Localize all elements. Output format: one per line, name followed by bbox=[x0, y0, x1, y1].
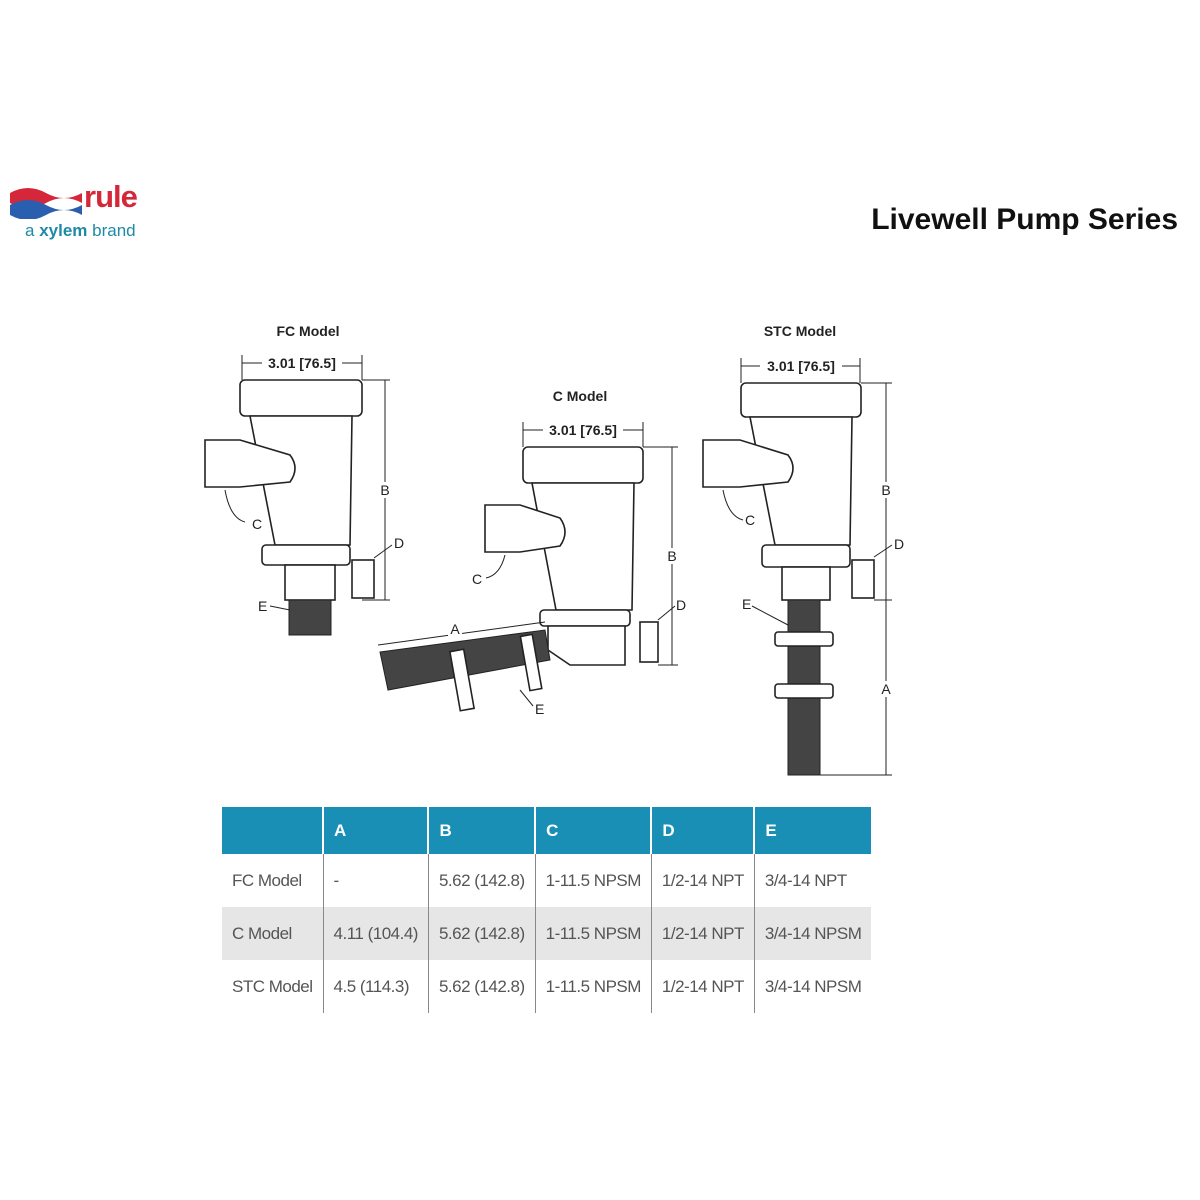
model-name: STC Model bbox=[232, 976, 313, 996]
table-cell: 1-11.5 NPSM bbox=[534, 960, 652, 1013]
table-header-row: A B C D E bbox=[222, 807, 872, 854]
table-cell: 5.62 (142.8) bbox=[427, 960, 536, 1013]
table-cell: 1-11.5 NPSM bbox=[534, 854, 652, 907]
page-title: Livewell Pump Series bbox=[871, 203, 1178, 236]
c-model-title: C Model bbox=[553, 388, 607, 404]
brand-logo: rule a xylem brand bbox=[8, 179, 148, 245]
c-label-e: E bbox=[535, 701, 544, 717]
pump-diagrams: FC Model 3.01 [76.5] B C D E C Model 3.0… bbox=[204, 323, 904, 776]
fc-label-d: D bbox=[394, 535, 404, 551]
fc-width-dimension: 3.01 [76.5] bbox=[268, 355, 336, 371]
c-model-drawing: C Model 3.01 [76.5] B A C D E bbox=[377, 388, 686, 717]
fc-label-c: C bbox=[252, 516, 262, 532]
table-row: FC Model - 5.62 (142.8) 1-11.5 NPSM 1/2-… bbox=[222, 854, 872, 907]
stc-label-e: E bbox=[742, 596, 751, 612]
table-cell: 3/4-14 NPSM bbox=[753, 907, 872, 960]
logo-tagline: a xylem brand bbox=[25, 221, 136, 240]
table-cell: 1/2-14 NPT bbox=[650, 907, 755, 960]
table-cell: 1/2-14 NPT bbox=[650, 960, 755, 1013]
stc-label-b: B bbox=[881, 482, 890, 498]
logo-wordmark: rule bbox=[84, 179, 138, 214]
c-width-dimension: 3.01 [76.5] bbox=[549, 422, 617, 438]
column-header-e: E bbox=[753, 807, 872, 854]
column-header-a: A bbox=[322, 807, 429, 854]
wave-logo-icon bbox=[10, 188, 82, 220]
c-label-b: B bbox=[667, 548, 676, 564]
column-header bbox=[222, 807, 324, 854]
table-row: STC Model 4.5 (114.3) 5.62 (142.8) 1-11.… bbox=[222, 960, 872, 1013]
column-header-b: B bbox=[427, 807, 536, 854]
table-cell: 5.62 (142.8) bbox=[427, 907, 536, 960]
model-name: FC Model bbox=[232, 870, 302, 890]
table-cell: 1-11.5 NPSM bbox=[534, 907, 652, 960]
table-cell: 4.11 (104.4) bbox=[322, 907, 429, 960]
stc-label-a: A bbox=[881, 681, 891, 697]
table-row: C Model 4.11 (104.4) 5.62 (142.8) 1-11.5… bbox=[222, 907, 872, 960]
column-header-d: D bbox=[650, 807, 755, 854]
table-cell: 1/2-14 NPT bbox=[650, 854, 755, 907]
c-label-c: C bbox=[472, 571, 482, 587]
model-name: C Model bbox=[222, 907, 324, 960]
fc-label-b: B bbox=[380, 482, 389, 498]
c-label-a: A bbox=[450, 621, 460, 637]
table-cell: - bbox=[322, 854, 429, 907]
dimensions-table: A B C D E FC Model - 5.62 (142.8) 1-11.5… bbox=[222, 807, 872, 1013]
stc-label-c: C bbox=[745, 512, 755, 528]
stc-model-drawing: STC Model 3.01 [76.5] B A C D E bbox=[702, 323, 904, 776]
stc-width-dimension: 3.01 [76.5] bbox=[767, 358, 835, 374]
fc-model-title: FC Model bbox=[277, 323, 340, 339]
c-label-d: D bbox=[676, 597, 686, 613]
stc-model-title: STC Model bbox=[764, 323, 836, 339]
table-cell: 4.5 (114.3) bbox=[322, 960, 429, 1013]
fc-model-drawing: FC Model 3.01 [76.5] B C D E bbox=[204, 323, 404, 636]
table-cell: 3/4-14 NPSM bbox=[753, 960, 872, 1013]
fc-label-e: E bbox=[258, 598, 267, 614]
table-cell: 5.62 (142.8) bbox=[427, 854, 536, 907]
column-header-c: C bbox=[534, 807, 652, 854]
stc-label-d: D bbox=[894, 536, 904, 552]
table-cell: 3/4-14 NPT bbox=[753, 854, 872, 907]
